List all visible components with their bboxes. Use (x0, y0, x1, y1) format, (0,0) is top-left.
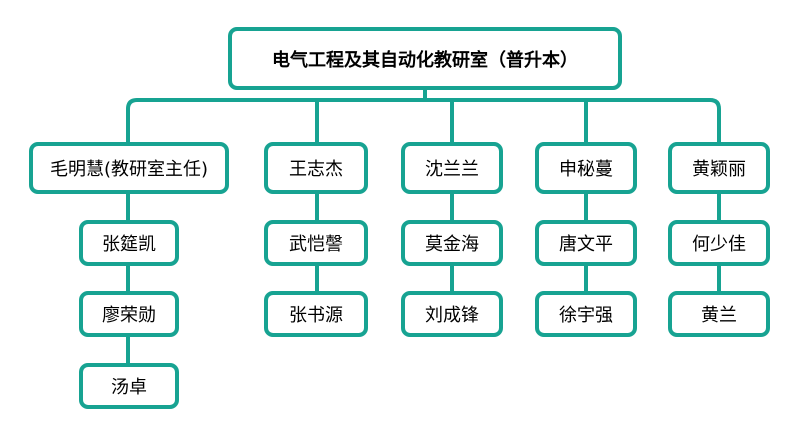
connector-bus (126, 98, 721, 142)
head-node-3: 沈兰兰 (401, 142, 503, 194)
head-label: 王志杰 (289, 159, 343, 180)
member-label: 徐宇强 (559, 305, 613, 326)
member-label: 唐文平 (559, 234, 613, 255)
member-node: 唐文平 (535, 220, 637, 266)
member-label: 张书源 (289, 305, 343, 326)
head-node-2: 王志杰 (264, 142, 368, 194)
member-node: 张筵凯 (79, 220, 179, 266)
member-label: 刘成锋 (425, 305, 479, 326)
member-node: 廖荣勋 (79, 291, 179, 337)
member-label: 汤卓 (111, 377, 147, 398)
head-node-4: 申秘蔓 (535, 142, 637, 194)
member-node: 武恺謦 (264, 220, 368, 266)
head-node-5: 黄颖丽 (668, 142, 770, 194)
member-node: 徐宇强 (535, 291, 637, 337)
root-node: 电气工程及其自动化教研室（普升本） (228, 27, 622, 90)
member-label: 莫金海 (425, 234, 479, 255)
head-label: 申秘蔓 (559, 159, 613, 180)
member-node: 何少佳 (668, 220, 770, 266)
root-label: 电气工程及其自动化教研室（普升本） (272, 49, 578, 71)
member-node: 黄兰 (668, 291, 770, 337)
member-label: 武恺謦 (289, 234, 343, 255)
member-label: 廖荣勋 (102, 305, 156, 326)
head-label: 毛明慧(教研室主任) (49, 159, 209, 180)
member-node: 张书源 (264, 291, 368, 337)
head-node-1: 毛明慧(教研室主任) (29, 142, 229, 194)
member-node: 汤卓 (79, 363, 179, 409)
head-label: 沈兰兰 (425, 159, 479, 180)
member-label: 黄兰 (701, 305, 737, 326)
member-node: 莫金海 (401, 220, 503, 266)
member-label: 何少佳 (692, 234, 746, 255)
member-node: 刘成锋 (401, 291, 503, 337)
head-label: 黄颖丽 (692, 159, 746, 180)
member-label: 张筵凯 (102, 234, 156, 255)
